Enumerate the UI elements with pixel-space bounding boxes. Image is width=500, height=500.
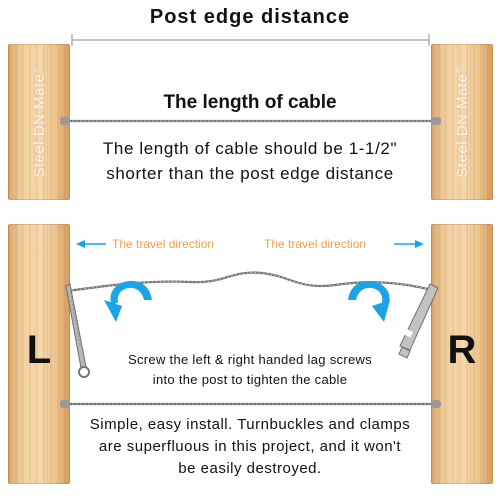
bottom-left-post: L (8, 224, 70, 484)
cable-length-note-line1: The length of cable should be 1-1/2" (102, 139, 398, 158)
cable-length-note-line2: shorter than the post edge distance (106, 164, 394, 183)
bottom-note-line1: Simple, easy install. Turnbuckles and cl… (89, 416, 411, 433)
left-post-label: L (26, 328, 52, 372)
top-right-post: Steel DN Mate® (431, 44, 493, 200)
bottom-note-line2: are superfluous in this project, and it … (98, 438, 402, 455)
lag-screw-icon (398, 283, 439, 359)
cable-end-left (60, 117, 70, 125)
lag-screw-icon (65, 283, 90, 378)
tight-cable (60, 400, 441, 408)
bottom-right-post: R (431, 224, 493, 484)
travel-direction-left: The travel direction (112, 237, 215, 251)
screw-note-line2: into the post to tighten the cable (152, 372, 348, 387)
cable-end-right (431, 117, 441, 125)
rotation-arrow-icon (348, 280, 390, 322)
direction-arrow-icon (76, 240, 106, 248)
screw-note-line1: Screw the left & right handed lag screws (128, 352, 372, 367)
top-cable (60, 117, 441, 125)
travel-direction-right: The travel direction (264, 237, 367, 251)
bottom-note-line3: be easily destroyed. (178, 460, 322, 477)
right-post-label: R (447, 328, 477, 372)
cable-length-heading: The length of cable (163, 92, 337, 113)
top-left-post: Steel DN Mate® (8, 44, 70, 200)
direction-arrow-icon (394, 240, 424, 248)
rotation-arrow-icon (104, 280, 152, 322)
post-edge-distance-title: Post edge distance (149, 6, 351, 28)
